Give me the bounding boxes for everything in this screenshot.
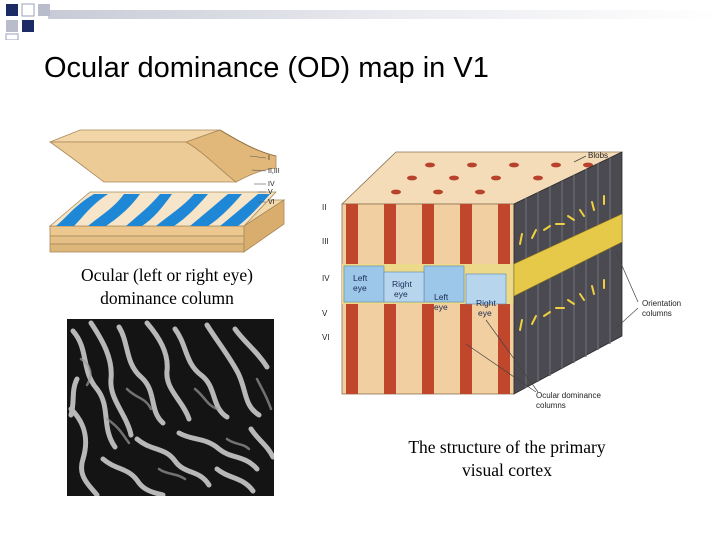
callout-orientation-columns: Orientation xyxy=(642,299,681,308)
caption-ocular-dominance-column: Ocular (left or right eye) dominance col… xyxy=(54,264,280,310)
caption-line: Ocular (left or right eye) xyxy=(80,265,253,285)
cube-layer-label: V xyxy=(322,309,328,318)
blobs xyxy=(391,162,593,195)
eye-label-left: eye xyxy=(434,302,448,312)
header-decoration xyxy=(5,3,720,40)
caption-primary-visual-cortex: The structure of the primary visual cort… xyxy=(386,436,628,482)
eye-label-right: Right xyxy=(392,279,412,289)
cube-layer-label: VI xyxy=(322,333,330,342)
cube-layer-label: III xyxy=(322,237,329,246)
od-stripes-micrograph xyxy=(67,319,274,496)
slab-layer-label: IV xyxy=(268,181,275,188)
eye-label-left: Left xyxy=(353,273,368,283)
eye-label-right: eye xyxy=(478,308,492,318)
slab-layer-label: VI xyxy=(268,199,275,206)
slab-layer-label: II,III xyxy=(268,168,280,175)
od-slab-figure: I II,III IV V VI xyxy=(48,129,286,253)
callout-ocular-dominance-columns: columns xyxy=(536,401,566,410)
slab-layer-label: I xyxy=(268,155,270,162)
callout-blobs: Blobs xyxy=(588,151,608,160)
caption-line: dominance column xyxy=(100,288,234,308)
caption-line: visual cortex xyxy=(462,460,552,480)
caption-line: The structure of the primary xyxy=(408,437,606,457)
callout-orientation-columns: columns xyxy=(642,309,672,318)
slab-layer-label: V xyxy=(268,189,273,196)
cube-layer-label: IV xyxy=(322,274,330,283)
cube-layer-label: II xyxy=(322,203,326,212)
slide-title: Ocular dominance (OD) map in V1 xyxy=(44,52,489,84)
callout-ocular-dominance-columns: Ocular dominance xyxy=(536,391,601,400)
visual-cortex-cube-figure: Left eye Right eye Left eye Right eye II xyxy=(322,151,681,410)
eye-label-right: eye xyxy=(394,289,408,299)
eye-label-left: Left xyxy=(434,292,449,302)
eye-label-left: eye xyxy=(353,283,367,293)
eye-label-right: Right xyxy=(476,298,496,308)
